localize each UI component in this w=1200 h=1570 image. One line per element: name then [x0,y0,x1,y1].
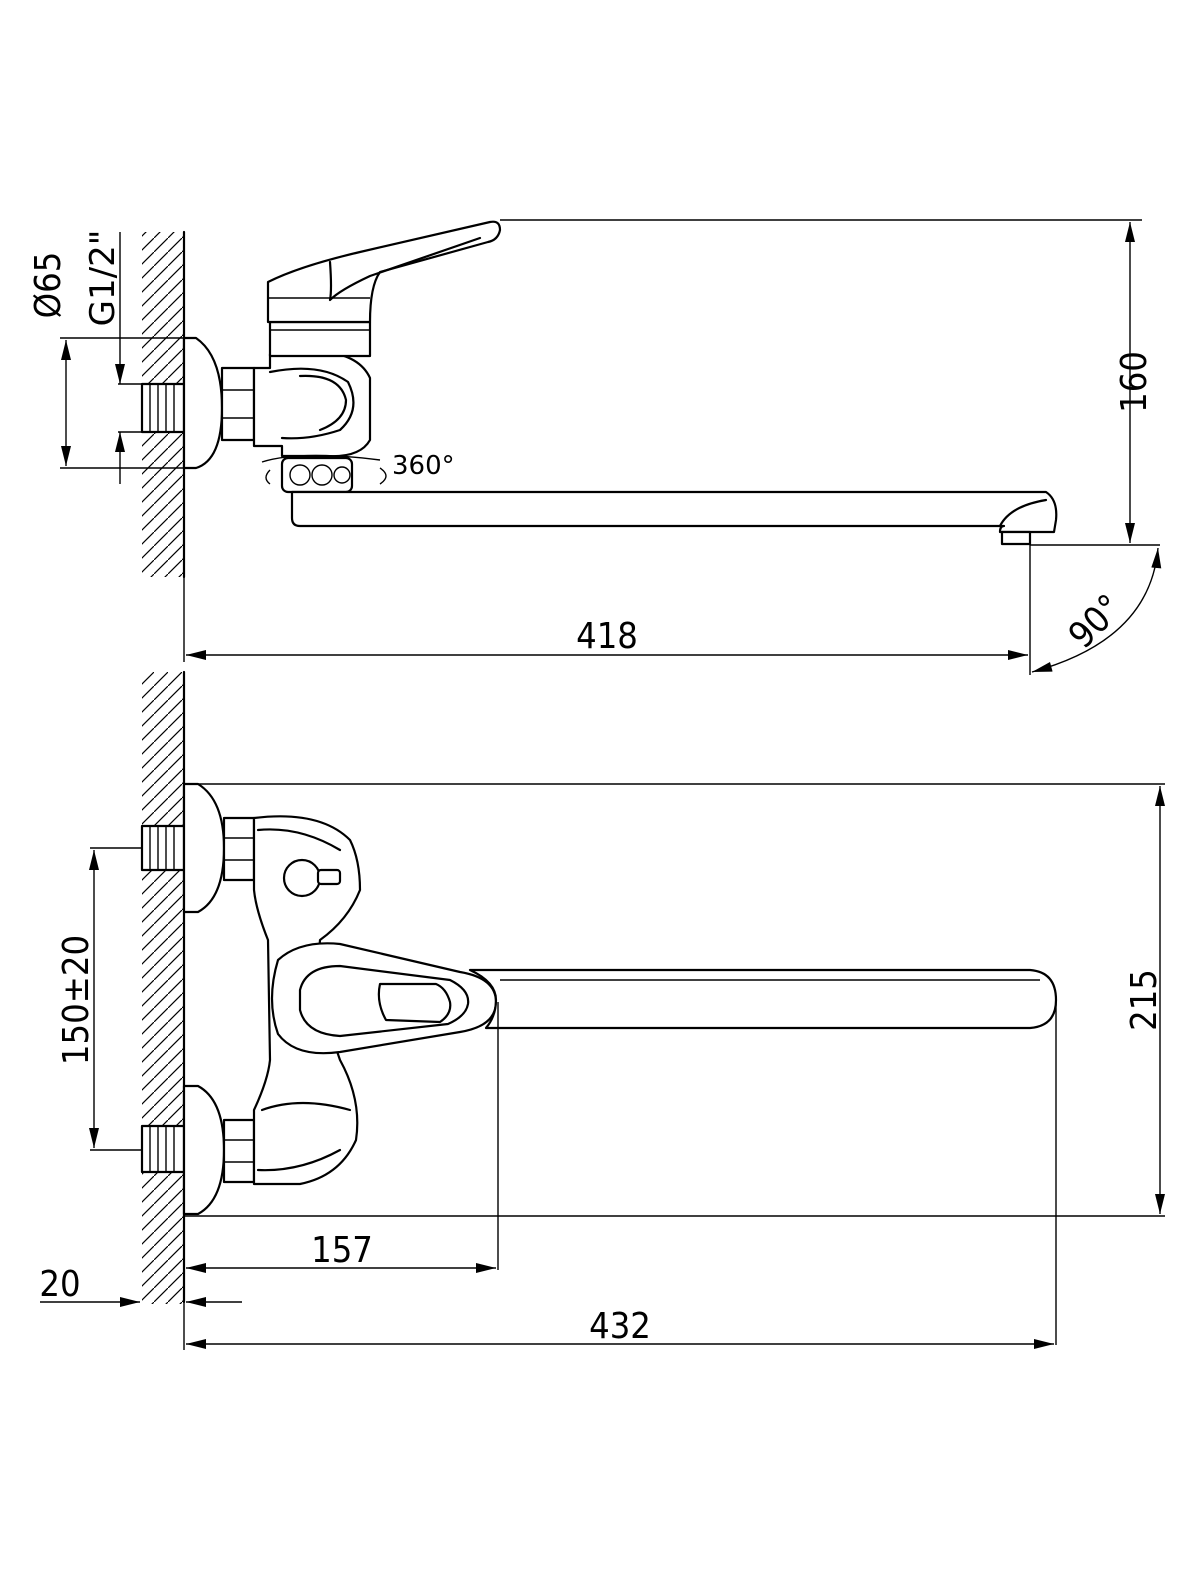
dim-thread-size: G1/2" [83,230,123,327]
threaded-inlet-lower [140,1124,186,1174]
dim-spout-reach-side: 418 [576,616,638,657]
dim-flange-diameter: Ø65 [28,252,69,319]
dim-total-height: 215 [1124,969,1165,1031]
dim-spout-tilt-angle: 90° [1061,587,1131,657]
cartridge-housing-side [268,320,372,358]
handle-lever-side [266,220,502,324]
hex-nut-top [220,366,256,442]
aerator-side [1000,530,1032,546]
dim-inlet-spacing: 150±20 [56,935,97,1065]
dim-wall-gap: 20 [39,1264,80,1305]
front-view: 215 150±20 157 20 432 [39,670,1165,1350]
handle-base-front [270,942,498,1055]
wall-flange-upper [182,782,226,914]
threaded-inlet-upper [140,824,186,872]
dim-total-reach: 432 [589,1306,651,1347]
hex-nut-upper [222,816,256,882]
dim-handle-offset: 157 [311,1230,373,1271]
wall-flange-top [182,336,224,470]
hex-nut-lower [222,1118,256,1184]
swivel-ring [261,454,387,494]
side-view: 160 418 90° 360° Ø65 G1/2" [28,219,1162,675]
threaded-inlet-top [140,382,186,434]
spout-side [290,490,1058,534]
diverter-knob [282,858,342,898]
wall-bottom [142,670,186,1304]
spout-front [468,968,1058,1030]
wall-flange-lower [182,1084,226,1216]
dim-swivel-angle: 360° [392,451,455,481]
dim-spout-height: 160 [1114,351,1155,413]
